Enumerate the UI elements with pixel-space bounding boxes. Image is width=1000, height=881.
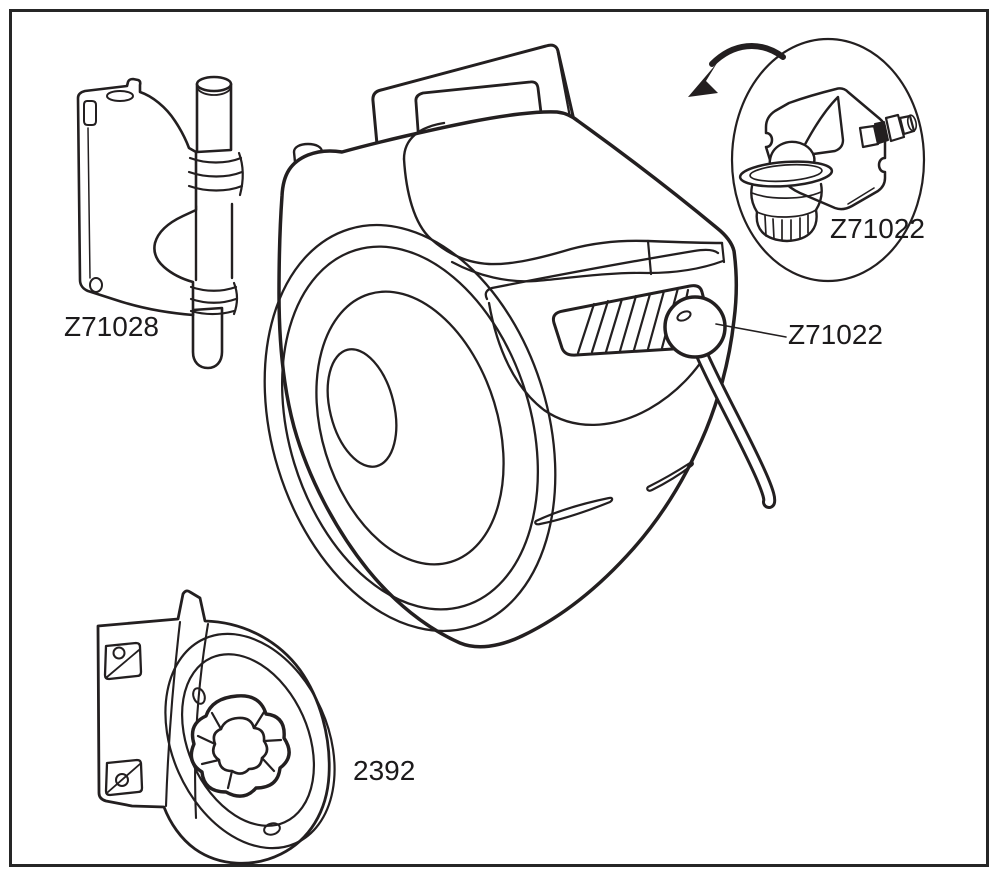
hub-lobes-inner <box>211 716 269 775</box>
part-label-z71022-callout: Z71022 <box>788 319 883 350</box>
reel-body-outline <box>277 110 738 649</box>
reel-hub-oval <box>326 348 398 468</box>
vent-slit <box>534 496 614 526</box>
hose-reel-drawing <box>263 43 777 649</box>
part-label-z71022-detail: Z71022 <box>830 213 925 244</box>
detail-arrow <box>688 43 786 97</box>
reel-drum-rings <box>263 223 557 633</box>
callout-leader-line <box>715 323 787 338</box>
vent-slit <box>646 461 694 492</box>
hose-stop-ball <box>663 295 727 359</box>
wall-bracket-plate <box>76 77 198 317</box>
connector-detail-bubble <box>730 37 926 283</box>
mount-plate-drawing <box>96 589 336 865</box>
wall-bracket-drawing <box>76 75 244 370</box>
part-label-z71028: Z71028 <box>64 311 159 342</box>
diagram-border-frame <box>9 9 989 867</box>
part-label-2392: 2392 <box>353 755 416 786</box>
